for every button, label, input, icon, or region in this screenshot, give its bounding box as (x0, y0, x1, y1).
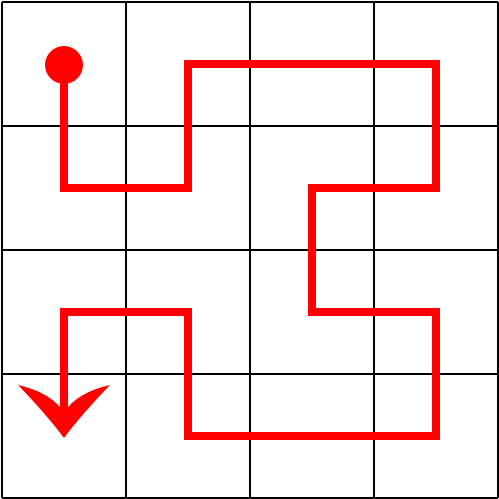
start-dot (45, 46, 83, 84)
path-layer (18, 46, 440, 440)
end-arrowhead (18, 385, 110, 438)
route-line (60, 60, 440, 440)
